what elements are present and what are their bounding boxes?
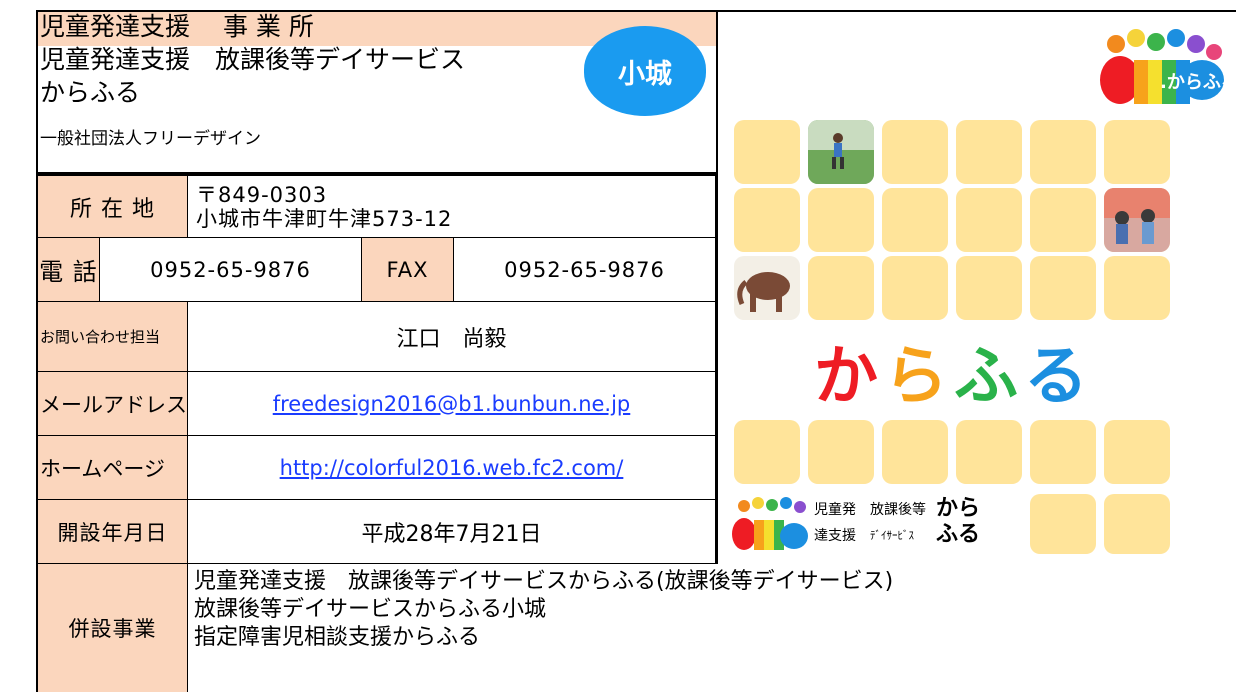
tile <box>734 188 800 252</box>
tile <box>1104 420 1170 484</box>
business-item: 児童発達支援 放課後等デイサービスからふる(放課後等デイサービス) <box>194 569 894 594</box>
address-text: 小城市牛津町牛津573-12 <box>196 206 453 231</box>
address-label: 所 在 地 <box>38 176 188 238</box>
brand-panel: .からふる <box>718 12 1236 564</box>
frame-top-right <box>716 10 1236 12</box>
business-item: 放課後等デイサービスからふる小城 <box>194 597 547 622</box>
drawing-photo <box>734 256 800 320</box>
footer-text-2: 達支援 <box>814 528 856 544</box>
logo-char: る <box>1024 340 1094 414</box>
frame-divider <box>716 10 718 564</box>
business-item: 指定障害児相談支援からふる <box>194 625 481 650</box>
address-cell: 〒849-0303 小城市牛津町牛津573-12 <box>188 176 716 238</box>
phone-label: 電 話 <box>38 238 100 302</box>
tile <box>1030 120 1096 184</box>
tile <box>808 188 874 252</box>
homepage-link[interactable]: http://colorful2016.web.fc2.com/ <box>279 455 624 480</box>
brand-mascot-logo: .からふる <box>1100 29 1228 104</box>
footer-text-3: 放課後等 <box>870 502 926 518</box>
tile <box>956 120 1022 184</box>
footer-text-1: 児童発 <box>814 502 856 518</box>
svg-text:.からふる: .からふる <box>1160 72 1228 93</box>
email-cell: freedesign2016@b1.bunbun.ne.jp <box>188 372 716 436</box>
colorful-logo: からふる <box>814 340 1094 414</box>
tile <box>882 256 948 320</box>
phone-value: 0952-65-9876 <box>100 238 362 302</box>
tile <box>808 256 874 320</box>
footer-logo-text-2: ふる <box>936 522 981 547</box>
tile <box>882 420 948 484</box>
footer-logo-text-1: から <box>936 496 981 521</box>
tile <box>1104 120 1170 184</box>
fax-label: FAX <box>362 238 454 302</box>
tile <box>956 420 1022 484</box>
tile <box>734 420 800 484</box>
email-label: メールアドレス <box>38 372 188 436</box>
child-photo <box>808 120 874 184</box>
children-photo <box>1104 188 1170 252</box>
contact-value: 江口 尚毅 <box>188 302 716 372</box>
opened-value: 平成28年7月21日 <box>188 500 716 564</box>
child-running-photo-icon <box>808 120 874 184</box>
tile <box>1030 188 1096 252</box>
logo-char: ふ <box>954 340 1024 414</box>
area-badge: 小城 <box>584 26 706 116</box>
logo-char: ら <box>884 340 954 414</box>
contact-label: お問い合わせ担当 <box>38 302 188 372</box>
row-divider <box>36 174 718 176</box>
business-label: 併設事業 <box>38 564 188 692</box>
email-link[interactable]: freedesign2016@b1.bunbun.ne.jp <box>272 391 631 416</box>
tile <box>956 188 1022 252</box>
tile <box>1030 420 1096 484</box>
facility-service-title: 児童発達支援 放課後等デイサービス <box>40 45 466 74</box>
children-painting-photo-icon <box>1104 188 1170 252</box>
small-mascot-logo <box>732 497 808 550</box>
elephant-drawing-icon <box>734 256 800 320</box>
tile <box>1030 494 1096 554</box>
tile <box>882 188 948 252</box>
postal-code: 〒849-0303 <box>196 182 328 207</box>
facility-name: からふる <box>40 78 141 107</box>
business-list: 児童発達支援 放課後等デイサービスからふる(放課後等デイサービス) 放課後等デイ… <box>194 568 893 652</box>
opened-label: 開設年月日 <box>38 500 188 564</box>
tile <box>956 256 1022 320</box>
tile <box>1104 494 1170 554</box>
fax-value: 0952-65-9876 <box>454 238 716 302</box>
homepage-label: ホームページ <box>38 436 188 500</box>
tile <box>882 120 948 184</box>
logo-char: か <box>814 340 884 414</box>
facility-type-title: 児童発達支援 事 業 所 <box>40 12 314 41</box>
frame-left <box>36 174 38 692</box>
tile <box>808 420 874 484</box>
tile <box>1104 256 1170 320</box>
homepage-cell: http://colorful2016.web.fc2.com/ <box>188 436 716 500</box>
header-block: 児童発達支援 事 業 所 児童発達支援 放課後等デイサービス からふる 一般社団… <box>36 10 718 174</box>
corporation-name: 一般社団法人フリーデザイン <box>40 129 261 149</box>
footer-text-4: ﾃﾞｲｻｰﾋﾞｽ <box>870 529 914 542</box>
tile <box>734 120 800 184</box>
tile <box>1030 256 1096 320</box>
